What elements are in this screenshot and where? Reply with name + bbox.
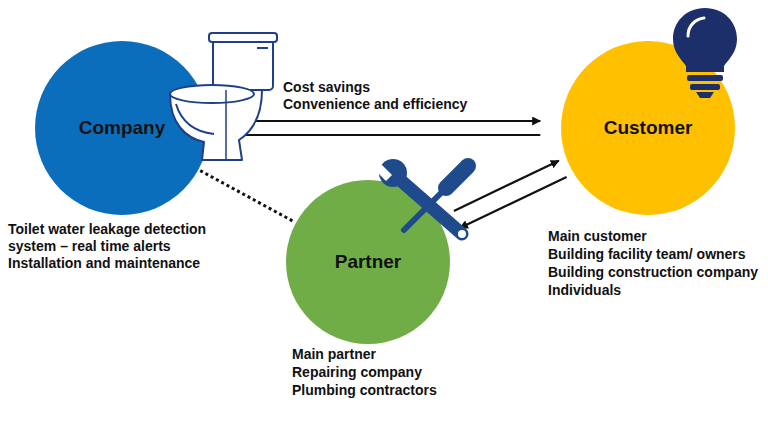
note-text: Individuals [548, 282, 621, 299]
company-circle: Company [35, 41, 209, 215]
note-text: Building construction company [548, 264, 758, 281]
note-text: Plumbing contractors [292, 382, 437, 399]
flow-arrow [210, 134, 541, 136]
note-text: Installation and maintenance [8, 255, 200, 272]
note-text: Convenience and efficiency [283, 96, 467, 113]
flow-arrow [210, 120, 541, 122]
note-text: Repairing company [292, 364, 422, 381]
flow-arrow [460, 177, 567, 228]
node-title: Partner [335, 251, 402, 273]
node-title: Customer [604, 117, 693, 139]
customer-circle: Customer [561, 41, 735, 215]
note-text: Main customer [548, 228, 647, 245]
note-text: Building facility team/ owners [548, 246, 746, 263]
dotted-link [200, 171, 294, 222]
note-text: Toilet water leakage detection system – … [8, 221, 253, 255]
node-title: Company [79, 117, 166, 139]
note-text: Main partner [292, 346, 376, 363]
partner-circle: Partner [286, 180, 450, 344]
note-text: Cost savings [283, 79, 370, 96]
